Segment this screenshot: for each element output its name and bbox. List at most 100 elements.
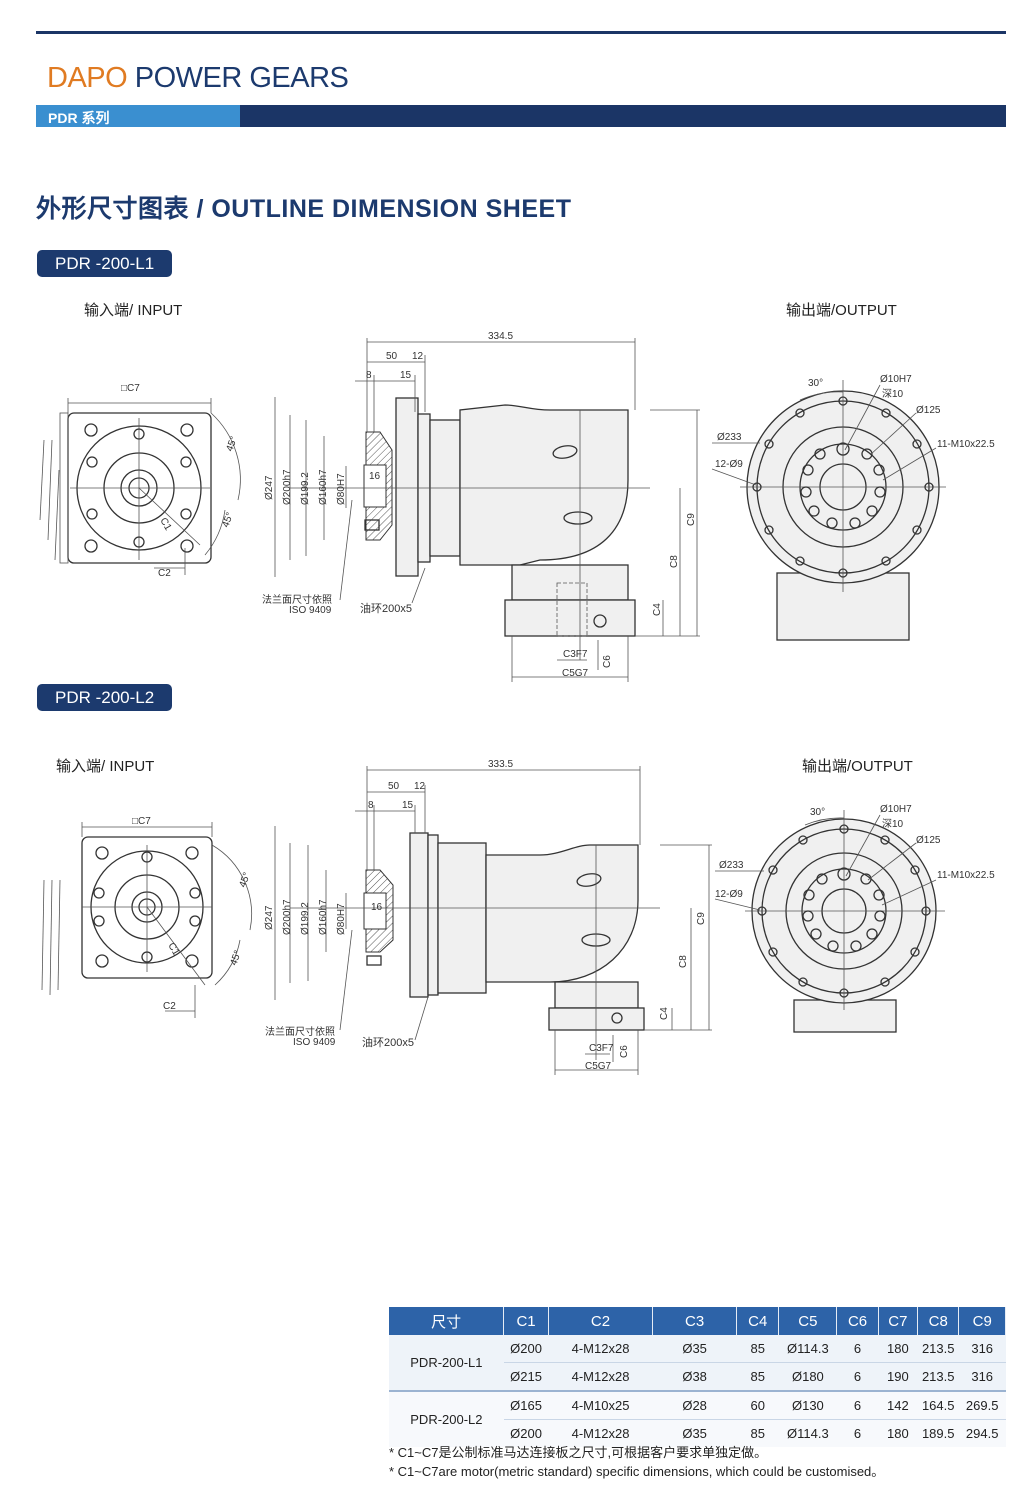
table-cell: 213.5: [917, 1362, 959, 1391]
table-cell: 190: [878, 1362, 918, 1391]
dim-holes12-l2: 12-Ø9: [715, 889, 743, 900]
th-c1: C1: [503, 1307, 549, 1335]
table-cell: 294.5: [958, 1419, 1006, 1447]
dim-c6-l1: C6: [602, 655, 613, 668]
table-row: Ø200 4-M12x28 Ø35 85 Ø114.3 6 180 189.5 …: [389, 1419, 1006, 1447]
table-cell: 316: [958, 1362, 1006, 1391]
dim-c9-l1: C9: [686, 513, 697, 526]
th-c4: C4: [736, 1307, 780, 1335]
th-c6: C6: [836, 1307, 879, 1335]
input-view-l2: □C7 45° 45° C1 C2: [41, 816, 253, 1018]
output-view-l1: 30° Ø10H7 深10 Ø125 11-M10x22.5 Ø233 12-Ø…: [711, 374, 995, 641]
table-cell: 213.5: [917, 1335, 959, 1363]
dim-15-l1: 15: [400, 370, 412, 381]
dim-16-l2: 16: [371, 902, 383, 913]
dim-holes11-l2: 11-M10x22.5: [937, 870, 995, 881]
table-cell: 60: [736, 1390, 779, 1420]
table-cell: Ø180: [778, 1362, 837, 1391]
input-view-l1: □C7 45° 45° C1 C2: [39, 383, 241, 579]
table-cell: Ø38: [652, 1362, 737, 1391]
dim-depth-l2: 深10: [882, 818, 904, 830]
dim-c4-l2: C4: [659, 1007, 670, 1020]
dim-c4-l1: C4: [652, 603, 663, 616]
dim-45a-l2: 45°: [237, 871, 253, 889]
th-c2: C2: [548, 1307, 654, 1335]
dim-30-l2: 30°: [810, 807, 825, 818]
table-cell: 180: [878, 1335, 918, 1363]
side-view-l1: 334.5 50 12 8 15 16 Ø247 Ø200h7 Ø199.2 Ø…: [262, 331, 700, 682]
table-cell: 189.5: [917, 1419, 959, 1447]
input-label-l1: 输入端/ INPUT: [84, 302, 183, 319]
dim-200-l2: Ø200h7: [282, 899, 293, 935]
table-header-row: 尺寸 C1 C2 C3 C4 C5 C6 C7 C8 C9: [389, 1307, 1006, 1335]
model-cell-l1: PDR-200-L1: [389, 1335, 504, 1391]
section-title: 外形尺寸图表 / OUTLINE DIMENSION SHEET: [36, 195, 572, 223]
dim-d10-l2: Ø10H7: [880, 804, 912, 815]
th-c5: C5: [778, 1307, 838, 1335]
table-row: PDR-200-L2 Ø165 4-M10x25 Ø28 60 Ø130 6 1…: [389, 1390, 1006, 1447]
dim-c7-l1: □C7: [121, 383, 140, 394]
table-cell: Ø130: [778, 1390, 837, 1420]
series-label: PDR 系列: [48, 110, 110, 126]
brand-part1: DAPO: [47, 62, 128, 94]
note-en: * C1~C7are motor(metric standard) specif…: [389, 1464, 885, 1479]
th-c7: C7: [878, 1307, 919, 1335]
table-cell: Ø35: [652, 1419, 737, 1447]
dim-200-l1: Ø200h7: [282, 469, 293, 505]
dim-c5-l2: C5G7: [585, 1061, 612, 1072]
dim-80-l2: Ø80H7: [336, 903, 347, 935]
dim-8-l2: 8: [368, 800, 374, 811]
table-row: PDR-200-L1 Ø200 4-M12x28 Ø35 85 Ø114.3 6…: [389, 1335, 1006, 1391]
table-cell: 4-M12x28: [548, 1362, 653, 1391]
dim-c8-l1: C8: [669, 555, 680, 568]
brand-logo: DAPO POWER GEARS: [47, 62, 349, 95]
dim-holes12-l1: 12-Ø9: [715, 459, 743, 470]
brand-part2: POWER GEARS: [134, 62, 349, 94]
iso-l1: ISO 9409: [289, 605, 332, 616]
table-cell: Ø200: [503, 1335, 549, 1363]
dim-d10-l1: Ø10H7: [880, 374, 912, 385]
drawing-l2: □C7 45° 45° C1 C2: [41, 759, 995, 1075]
dim-247-l1: Ø247: [264, 475, 275, 500]
dim-overall-l2: 333.5: [488, 759, 513, 770]
table-cell: 4-M10x25: [548, 1390, 653, 1420]
dim-199-l1: Ø199.2: [300, 472, 311, 505]
output-view-l2: 30° Ø10H7 深10 Ø125 11-M10x22.5 Ø233 12-Ø…: [714, 804, 995, 1033]
oil-ring-l2: 油环200x5: [362, 1035, 414, 1049]
side-view-l2: 333.5 50 12 8 15 16 Ø247 Ø200h7 Ø199.2 Ø…: [264, 759, 712, 1075]
table-cell: 6: [836, 1390, 879, 1420]
model-tag-l2: PDR -200-L2: [37, 684, 173, 711]
th-c3: C3: [652, 1307, 738, 1335]
dim-c8-l2: C8: [678, 955, 689, 968]
note-cn: * C1~C7是公制标准马达连接板之尺寸,可根据客户要求单独定做。: [389, 1445, 768, 1460]
dim-199-l2: Ø199.2: [300, 902, 311, 935]
table-cell: 164.5: [917, 1390, 959, 1420]
table-cell: 142: [878, 1390, 918, 1420]
dim-50-l1: 50: [386, 351, 398, 362]
flange-note-l1: 法兰面尺寸依照: [262, 593, 332, 606]
table-cell: Ø200: [503, 1419, 549, 1447]
table-cell: Ø114.3: [778, 1335, 837, 1363]
dim-holes11-l1: 11-M10x22.5: [937, 439, 995, 450]
table-row: Ø215 4-M12x28 Ø38 85 Ø180 6 190 213.5 31…: [389, 1362, 1006, 1391]
flange-note-l2: 法兰面尺寸依照: [265, 1025, 335, 1038]
dim-233-l1: Ø233: [717, 432, 742, 443]
dim-125-l2: Ø125: [916, 835, 941, 846]
output-holes-l1: [752, 396, 934, 578]
dim-247-l2: Ø247: [264, 905, 275, 930]
table-cell: Ø114.3: [778, 1419, 837, 1447]
series-bar: PDR 系列: [36, 105, 1006, 127]
dim-c2-l2: C2: [163, 1001, 176, 1012]
table-cell: Ø28: [652, 1390, 737, 1420]
dim-c3-l2: C3F7: [589, 1043, 614, 1054]
table-cell: 85: [736, 1362, 779, 1391]
dim-c6-l2: C6: [619, 1045, 630, 1058]
table-cell: Ø215: [503, 1362, 549, 1391]
dim-50-l2: 50: [388, 781, 400, 792]
dim-c9-l2: C9: [696, 912, 707, 925]
th-c8: C8: [917, 1307, 960, 1335]
table-cell: 6: [836, 1419, 879, 1447]
oil-ring-l1: 油环200x5: [360, 601, 412, 615]
th-size: 尺寸: [389, 1307, 505, 1335]
